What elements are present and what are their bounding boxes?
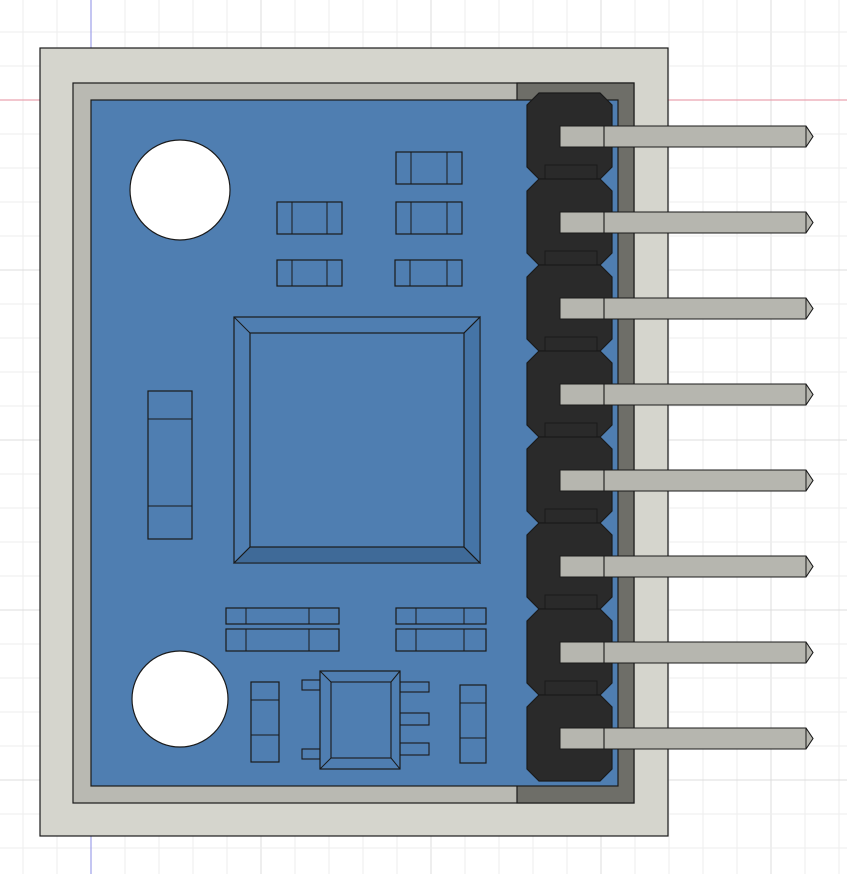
chip-main-corner-tr (463, 316, 481, 334)
chip-main-top (249, 332, 465, 548)
chip-main-bevel-right (463, 315, 481, 565)
pcb-module-model[interactable] (39, 47, 814, 837)
smd-resistor-row-middle (276, 201, 463, 235)
pin-header-notch (544, 680, 598, 696)
mounting-hole-top (129, 139, 231, 241)
smd-resistor (394, 259, 463, 287)
smd-resistor (225, 607, 340, 625)
smd-resistor-row-lower (276, 259, 463, 287)
smd-resistor (276, 259, 343, 287)
pin-stub (559, 383, 605, 406)
pin-stub (559, 555, 605, 578)
ic-lead (301, 748, 321, 760)
chip-main-corner-br (463, 546, 481, 564)
pin-stub (559, 641, 605, 664)
ic-top (330, 681, 392, 759)
chip-main-qfn[interactable] (232, 315, 482, 565)
smd-resistor (395, 151, 463, 185)
ic-lead (399, 681, 430, 693)
smd-resistor-vertical-bottom-left (250, 681, 280, 763)
pin-header-housing[interactable] (526, 92, 613, 782)
mounting-hole-bottom (131, 650, 229, 748)
smd-resistor (395, 607, 487, 625)
smd-resistor-row-top (395, 151, 463, 185)
header-pin[interactable] (603, 297, 814, 320)
chip-main-corner-bl (233, 546, 251, 564)
pin-stub (559, 469, 605, 492)
header-pin[interactable] (603, 641, 814, 664)
ic-lead (399, 712, 430, 726)
pin-header-notch (544, 422, 598, 438)
pin-header-notch (544, 336, 598, 352)
smd-capacitor-vertical-left (147, 390, 193, 540)
smd-resistor-vertical-bottom-right (459, 684, 487, 764)
chip-main-corner-tl (233, 316, 251, 334)
smd-resistor (225, 628, 340, 652)
pin-header-notch (544, 594, 598, 610)
header-pin[interactable] (603, 469, 814, 492)
smd-resistor (276, 201, 343, 235)
pin-stub (559, 727, 605, 750)
pin-header-notch (544, 250, 598, 266)
pin-stub (559, 297, 605, 320)
pin-header-notch (544, 164, 598, 180)
pin-stub (559, 211, 605, 234)
pin-stub (559, 125, 605, 148)
pin-header-notch (544, 508, 598, 524)
header-pin[interactable] (603, 383, 814, 406)
chip-main-bevel-bottom (232, 546, 482, 564)
header-pin[interactable] (603, 727, 814, 750)
ic-lead (301, 679, 321, 691)
ic-lead (399, 742, 430, 756)
smd-resistor (395, 628, 487, 652)
smd-resistor (395, 201, 463, 235)
pin-header-pins[interactable] (559, 125, 814, 750)
smd-resistor-pairs-bottom (225, 607, 487, 652)
ic-sot23-5[interactable] (301, 670, 430, 770)
header-pin[interactable] (603, 211, 814, 234)
header-pin[interactable] (603, 555, 814, 578)
header-pin[interactable] (603, 125, 814, 148)
